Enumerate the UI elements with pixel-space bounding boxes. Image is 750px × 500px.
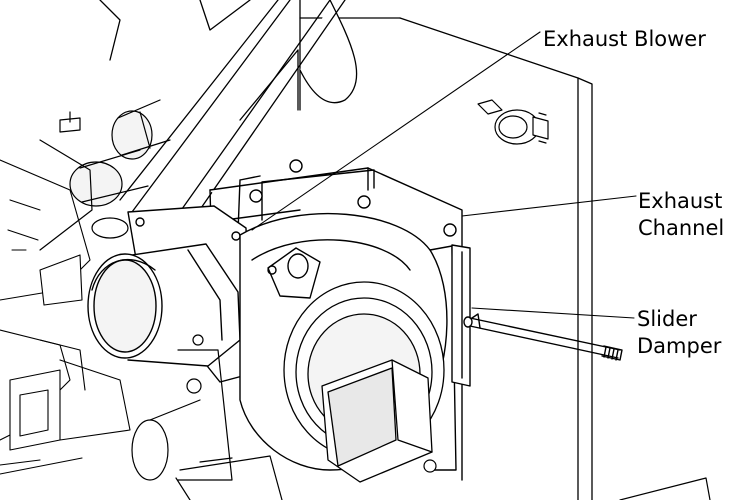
leader-exhaust-blower (251, 31, 541, 231)
exhaust-outlet-pipe (87, 243, 241, 367)
cabinet-back-panel (299, 0, 593, 500)
left-machinery (0, 159, 131, 466)
callout-slider-damper-line2: Damper (637, 334, 722, 358)
callout-slider-damper-line1: Slider (637, 307, 697, 331)
callout-slider-damper: Slider Damper (637, 306, 721, 360)
lower-bracket (131, 349, 711, 500)
mounting-bolts (186, 334, 437, 473)
blower-motor (283, 281, 445, 483)
limit-switch (477, 99, 549, 145)
callout-exhaust-channel-line2: Channel (638, 216, 725, 240)
leader-exhaust-channel (461, 195, 637, 217)
slider-damper (451, 244, 623, 387)
leader-lines (0, 31, 637, 475)
callout-exhaust-blower: Exhaust Blower (543, 27, 706, 51)
wheel-assembly (39, 99, 171, 251)
leader-slider-damper (471, 307, 635, 319)
callout-exhaust-channel: Exhaust Channel (638, 188, 724, 242)
callout-exhaust-channel-line1: Exhaust (638, 189, 723, 213)
